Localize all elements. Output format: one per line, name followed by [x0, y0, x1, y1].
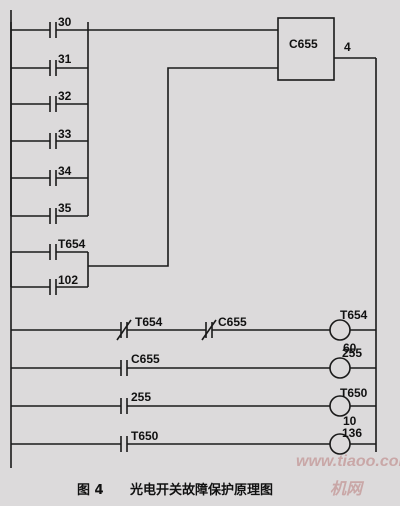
rung-coil-255: C655 255 — [11, 346, 376, 379]
contact-label: 34 — [58, 164, 72, 178]
counter-output-label: 4 — [344, 40, 351, 54]
coil-label: T650 — [340, 386, 368, 400]
nc-contact-label: T654 — [135, 315, 163, 329]
contact-t654: T654 — [11, 237, 88, 260]
rung-timer-t650: 255 T650 10 — [11, 386, 376, 428]
contact-label: 35 — [58, 201, 72, 215]
contact-31: 31 — [11, 52, 88, 76]
reset-input-wire — [88, 67, 278, 267]
contact-label: 33 — [58, 127, 72, 141]
contact-34: 34 — [11, 164, 88, 186]
contact-label: T654 — [58, 237, 86, 251]
contact-label: C655 — [131, 352, 160, 366]
figure-title: 光电开关故障保护原理图 — [129, 482, 273, 498]
contact-102: 102 — [11, 273, 88, 295]
watermark-site: www.tiaoo.com — [296, 453, 400, 470]
coil-preset: 10 — [343, 414, 357, 428]
contact-label: 32 — [58, 89, 72, 103]
contact-35: 35 — [11, 201, 88, 224]
contact-label: 31 — [58, 52, 72, 66]
coil-label: T654 — [340, 308, 368, 322]
rung-coil-136: T650 136 — [11, 426, 376, 455]
watermark-brand: 机网 — [330, 480, 365, 498]
figure-number: 图 4 — [77, 483, 104, 498]
nc-contact-label: C655 — [218, 315, 247, 329]
contact-label: T650 — [131, 429, 159, 443]
counter-label: C655 — [289, 37, 318, 51]
contact-label: 102 — [58, 273, 78, 287]
coil-255 — [329, 357, 351, 379]
coil-label: 255 — [342, 346, 362, 360]
coil-label: 136 — [342, 426, 362, 440]
contact-30: 30 — [11, 15, 88, 38]
contact-label: 30 — [58, 15, 72, 29]
rung-timer-t654: T654 C655 T654 60 — [11, 308, 376, 355]
contact-32: 32 — [11, 89, 88, 112]
coil-t654 — [329, 319, 351, 341]
coil-preset: 60 — [343, 341, 357, 355]
counter-c655-block: C655 4 — [277, 17, 376, 81]
contact-label: 255 — [131, 390, 151, 404]
contact-33: 33 — [11, 127, 88, 149]
